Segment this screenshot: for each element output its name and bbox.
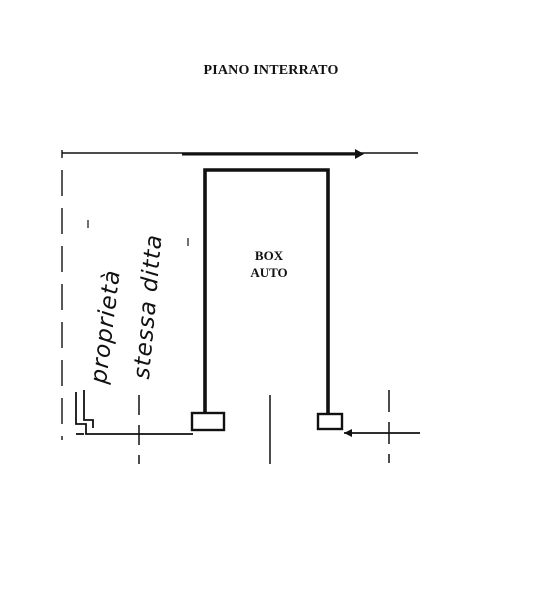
door-jambs (190, 411, 344, 432)
box-walls (203, 168, 330, 415)
room-label-auto: AUTO (250, 265, 288, 280)
grid-lines (138, 390, 390, 464)
room-label-box: BOX (254, 248, 284, 263)
plan-title: PIANO INTERRATO (203, 63, 339, 78)
construction-marks (87, 220, 189, 246)
top-boundary-line (62, 149, 418, 159)
bottom-boundary (75, 390, 420, 437)
